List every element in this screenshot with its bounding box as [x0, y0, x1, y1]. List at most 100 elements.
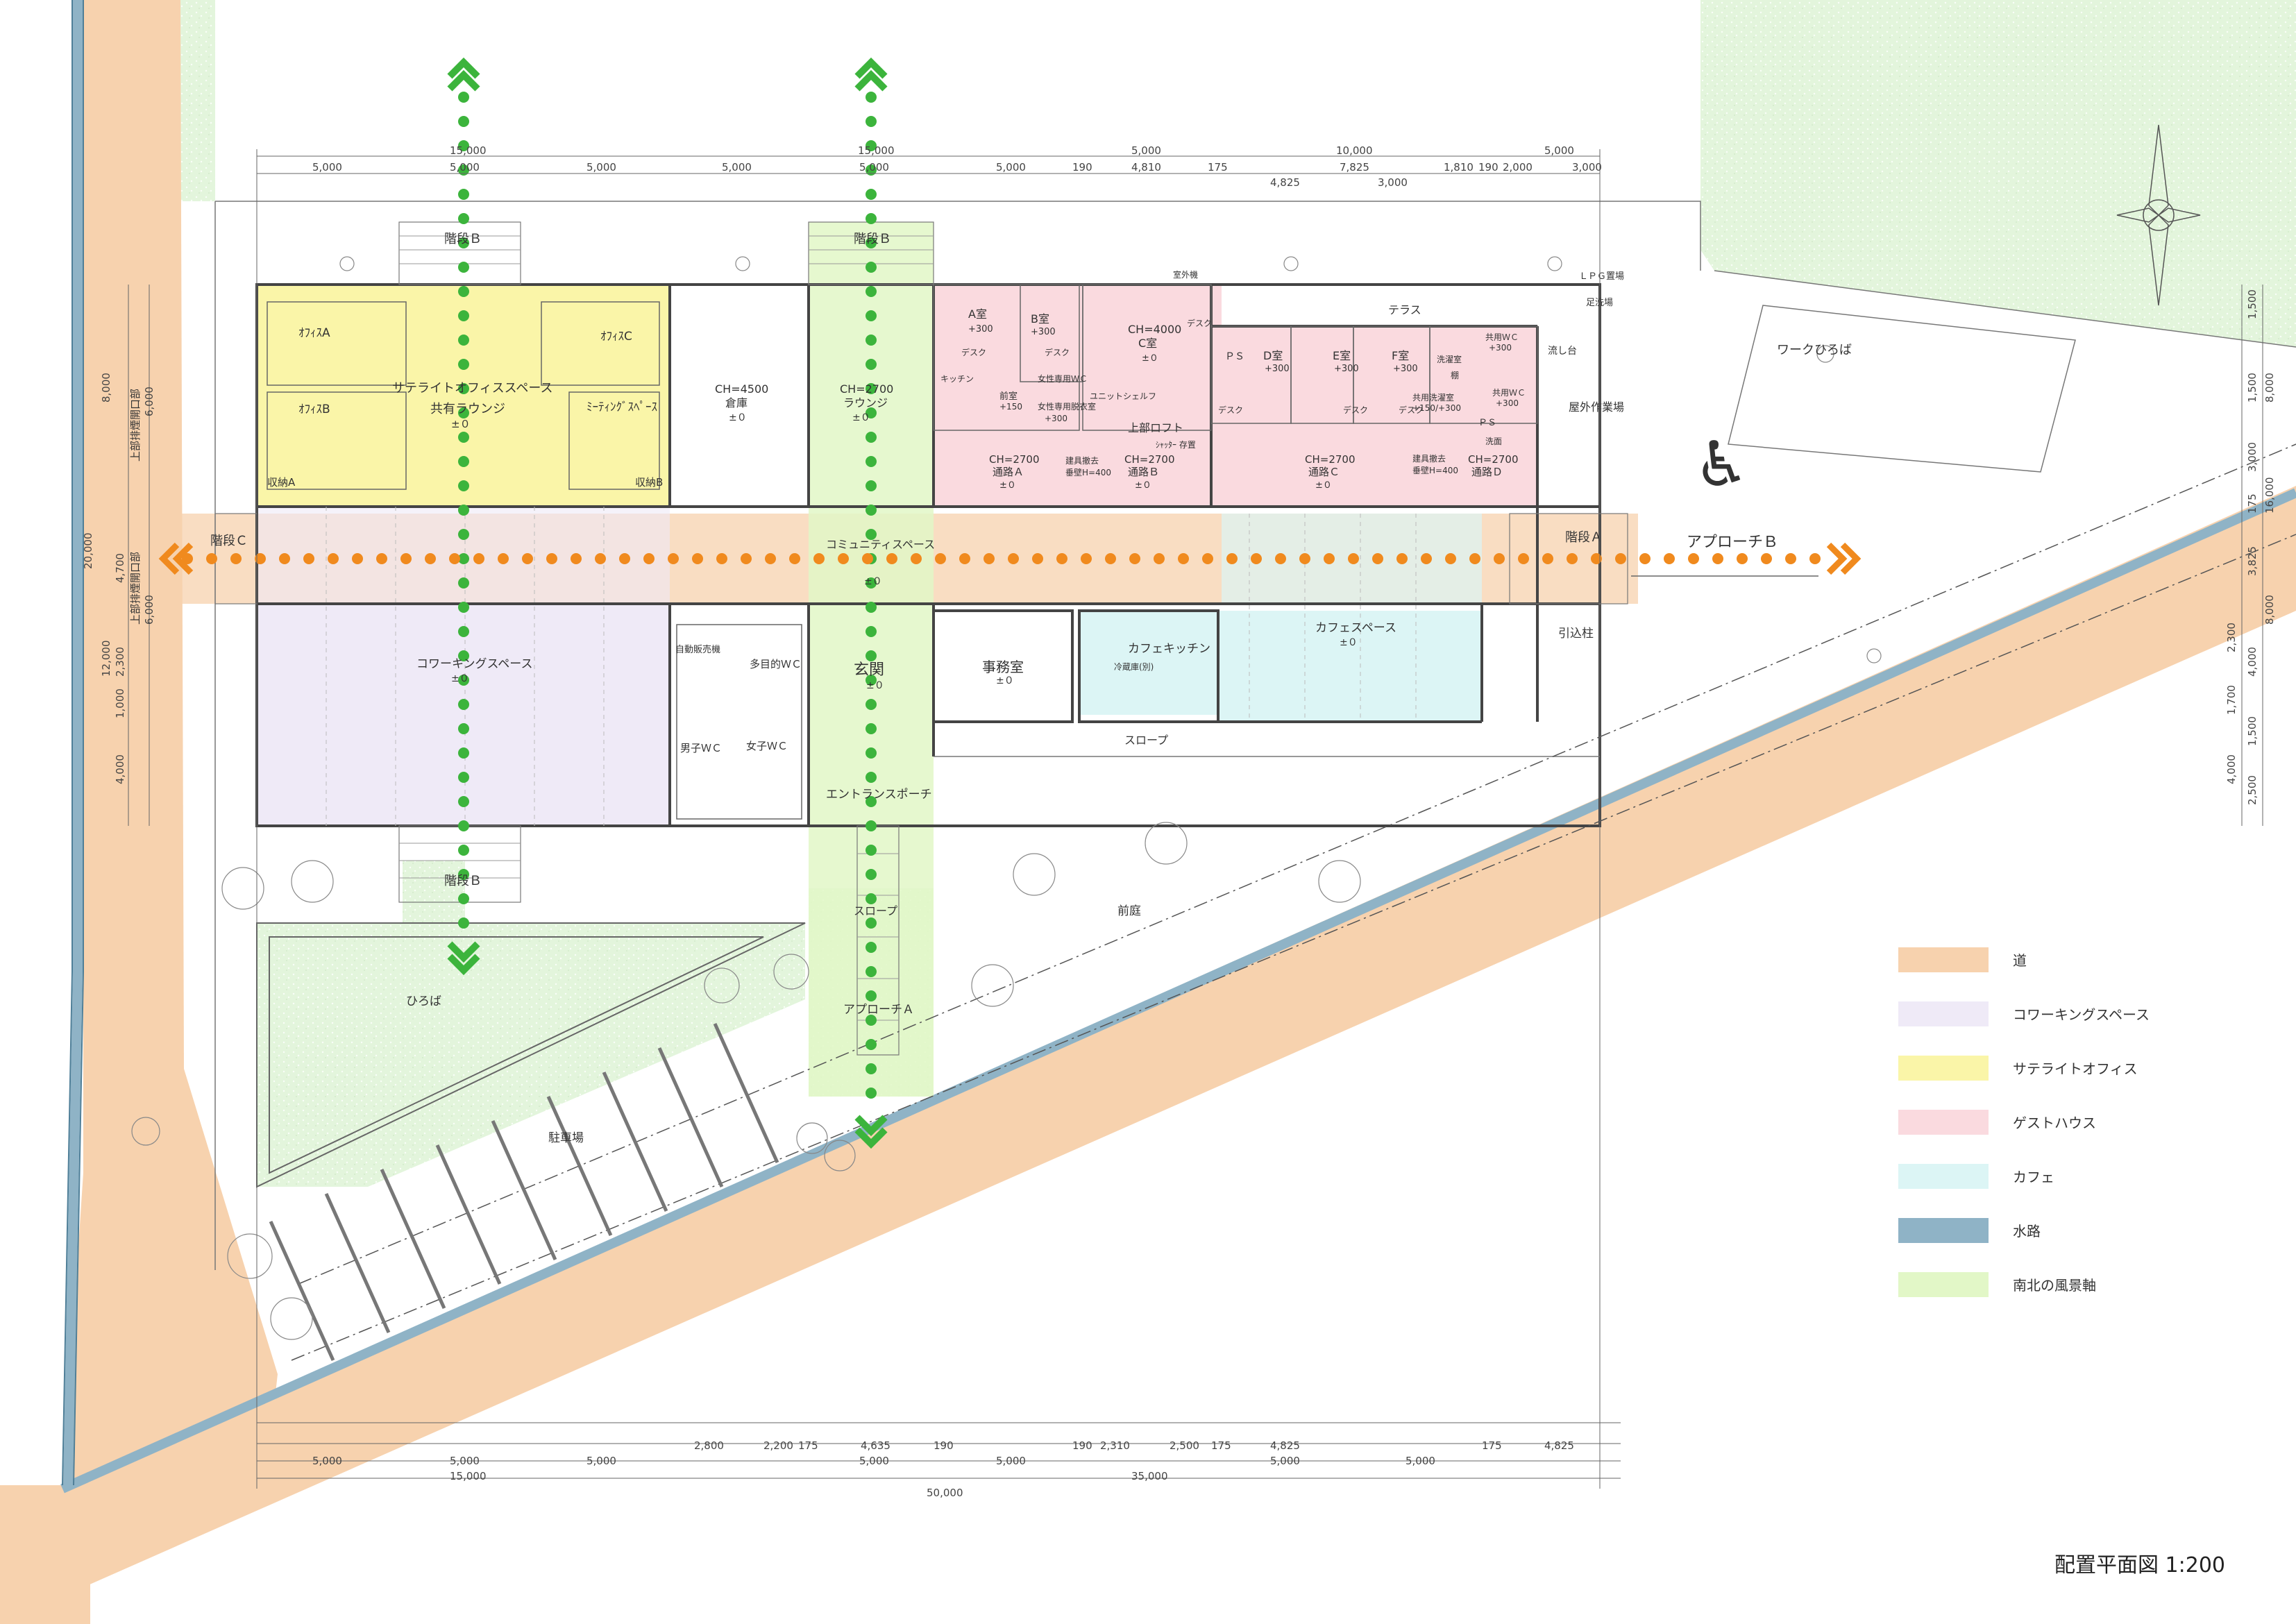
label-dims-bottom-row1-7: 2,500: [1170, 1439, 1199, 1452]
left-side-labels: 上部排煙開口部 上部排煙開口部: [129, 389, 142, 625]
dims-bottom: 2,800 2,200 175 4,635 190 190 2,310 2,50…: [312, 1439, 1574, 1499]
water-channel-edges: [62, 0, 84, 1486]
label-rooms-room-e: E室: [1333, 349, 1351, 362]
label-rooms-fitting-removed-2: 建具撤去: [1412, 453, 1446, 464]
label-rooms-womens-changing: 女性専用脱衣室: [1038, 401, 1096, 412]
legend-label-coworking: コワーキングスペース: [2013, 1006, 2150, 1023]
label-rooms-office-level: ±０: [996, 675, 1014, 686]
label-dims-left-3: 4,700: [114, 553, 126, 583]
legend-label-axis: 南北の風景軸: [2013, 1277, 2096, 1294]
label-rooms-room-b: B室: [1031, 312, 1049, 325]
label-rooms-shared-wc2-level: +300: [1496, 398, 1519, 408]
label-rooms-corridor-c-ch: CH=2700: [1305, 453, 1356, 466]
label-rooms-room-f-level: +300: [1393, 364, 1418, 374]
label-rooms-corridor-a-ch: CH=2700: [989, 453, 1040, 466]
label-rooms-room-c: C室: [1138, 337, 1157, 350]
label-rooms-corridor-b: 通路Ｂ: [1128, 466, 1159, 478]
label-dims-right-9: 4,000: [2246, 647, 2259, 677]
label-rooms-entrance-porch: エントランスポーチ: [826, 788, 932, 802]
label-rooms-plaza: ひろば: [406, 995, 441, 1008]
label-rooms-outdoor-unit: 室外機: [1173, 269, 1198, 280]
label-dims-top-row1-3: 10,000: [1336, 144, 1373, 157]
label-dims-top-row2-1: 5,000: [450, 161, 480, 174]
label-rooms-room-f: F室: [1392, 349, 1409, 362]
label-dims-left-8: 4,000: [114, 754, 126, 784]
label-rooms-mens-wc: 男子ＷＣ: [680, 742, 722, 754]
label-rooms-warehouse-level: ±０: [729, 412, 747, 423]
label-rooms-room-c-level: ±０: [1142, 353, 1158, 364]
label-dims-right-4: 175: [2246, 493, 2259, 514]
legend-label-satellite: サテライトオフィス: [2013, 1060, 2138, 1077]
label-dims-top-row2-13: 190: [1478, 161, 1499, 174]
label-rooms-shutter-storage: ｼｬｯﾀｰ 存置: [1156, 440, 1196, 450]
label-dims-top-row2-11: 3,000: [1378, 176, 1408, 189]
label-rooms-desk6: デスク: [1399, 405, 1424, 415]
label-rooms-upper-loft: 上部ロフト: [1128, 421, 1183, 434]
label-dims-right-6: 3,825: [2246, 546, 2259, 576]
label-rooms-desk5: デスク: [1343, 405, 1368, 415]
label-rooms-storage-a: 収納A: [267, 476, 296, 489]
trees: [131, 256, 1882, 1340]
label-dims-top-row2-14: 2,000: [1503, 161, 1533, 174]
label-rooms-womens-changing-level: +300: [1045, 414, 1067, 423]
label-dims-top-row1-4: 5,000: [1544, 144, 1574, 157]
axis-chevron-icons: [447, 57, 888, 1149]
label-dims-bottom-row1-4: 190: [934, 1439, 954, 1452]
label-dims-bottom-row3-0: 15,000: [450, 1470, 487, 1482]
label-rooms-entrance: 玄関: [854, 661, 884, 679]
label-rooms-stair-a: 階段Ａ: [1565, 530, 1603, 545]
label-rooms-room-d-level: +300: [1265, 364, 1290, 374]
work-plaza-outline: [1728, 305, 2076, 473]
label-dims-bottom-row4-0: 50,000: [927, 1487, 963, 1499]
label-rooms-corridor-d: 通路Ｄ: [1471, 466, 1503, 478]
label-rooms-desk1: デスク: [961, 347, 986, 357]
label-rooms-shared-wc1-level: +300: [1489, 343, 1512, 353]
label-rooms-lounge-level: ±０: [852, 412, 870, 423]
label-rooms-shared-lounge: 共有ラウンジ: [430, 402, 505, 416]
label-rooms-multi-wc: 多目的ＷＣ: [750, 658, 802, 670]
label-dims-left-2: 20,000: [82, 533, 94, 570]
label-rooms-lounge-ch: CH=2700: [840, 382, 893, 396]
label-rooms-shelf: 棚: [1451, 370, 1459, 380]
label-rooms-room-d: D室: [1263, 349, 1283, 362]
legend-swatch-cafe: [1898, 1164, 1989, 1189]
label-rooms-laundry-room: 洗濯室: [1437, 354, 1462, 364]
legend-label-water: 水路: [2013, 1223, 2041, 1240]
label-rooms-shared-laundry-level: +150/+300: [1412, 403, 1461, 413]
label-dims-bottom-row1-8: 175: [1211, 1439, 1231, 1452]
label-rooms-fridge: 冷蔵庫(別): [1114, 662, 1154, 672]
label-rooms-room-a: A室: [968, 307, 987, 321]
legend-swatch-guesthouse: [1898, 1110, 1989, 1135]
label-dims-bottom-row2-6: 5,000: [1406, 1455, 1435, 1467]
road-edge-lines: [291, 443, 2296, 1361]
label-rooms-room-c-ch: CH=4000: [1128, 323, 1181, 336]
east-west-path-dots: [182, 553, 1821, 564]
compass-icon: [2116, 124, 2201, 306]
label-dims-right-12: 4,000: [2225, 754, 2238, 784]
legend-label-guesthouse: ゲストハウス: [2013, 1115, 2096, 1131]
label-dims-bottom-row1-0: 2,800: [694, 1439, 724, 1452]
label-rooms-corridor-b-ch: CH=2700: [1124, 453, 1175, 466]
wheelchair-icon: ♿: [1694, 428, 1750, 501]
label-rooms-stair-b-top2: 階段Ｂ: [854, 232, 891, 246]
label-rooms-washroom: 洗面: [1485, 437, 1502, 446]
label-rooms-desk2: デスク: [1045, 347, 1070, 357]
label-rooms-entrance-level: ±０: [866, 680, 884, 691]
label-dims-top-row1-1: 15,000: [858, 144, 895, 157]
label-dims-right-8: 2,300: [2225, 623, 2238, 652]
legend-label-road: 道: [2013, 952, 2027, 969]
label-rooms-stair-c: 階段Ｃ: [210, 534, 248, 548]
label-rooms-outdoor-work: 屋外作業場: [1569, 400, 1624, 414]
north-south-axis-dots: [458, 92, 877, 1099]
label-dims-bottom-row2-2: 5,000: [586, 1455, 616, 1467]
stair-treads: [399, 235, 934, 1021]
room-labels: 階段Ｂ 階段Ｂ 階段Ｂ 階段Ｃ 階段Ａ ｵﾌｨｽA ｵﾌｨｽC ｵﾌｨｽB ﾐｰ…: [210, 232, 1852, 1145]
label-dims-left-1: 6,000: [143, 387, 155, 416]
label-rooms-cafe-space: カフェスペース: [1315, 621, 1396, 635]
label-rooms-slope-east: スロープ: [1124, 734, 1168, 747]
label-rooms-service-pole: 引込柱: [1558, 627, 1594, 641]
dimension-lines: [128, 149, 2263, 1489]
label-dims-bottom-row1-2: 175: [798, 1439, 818, 1452]
label-rooms-room-e-level: +300: [1334, 364, 1359, 374]
